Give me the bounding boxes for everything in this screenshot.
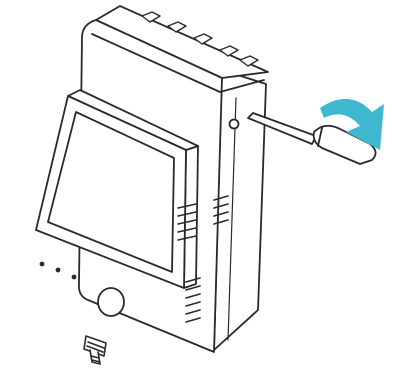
side-screw-hole [230,120,239,129]
status-led-dots [40,262,77,280]
antenna-connector [84,336,106,364]
status-led-2 [56,268,61,273]
power-button [98,288,124,316]
status-led-1 [40,262,45,267]
status-led-3 [72,275,77,280]
